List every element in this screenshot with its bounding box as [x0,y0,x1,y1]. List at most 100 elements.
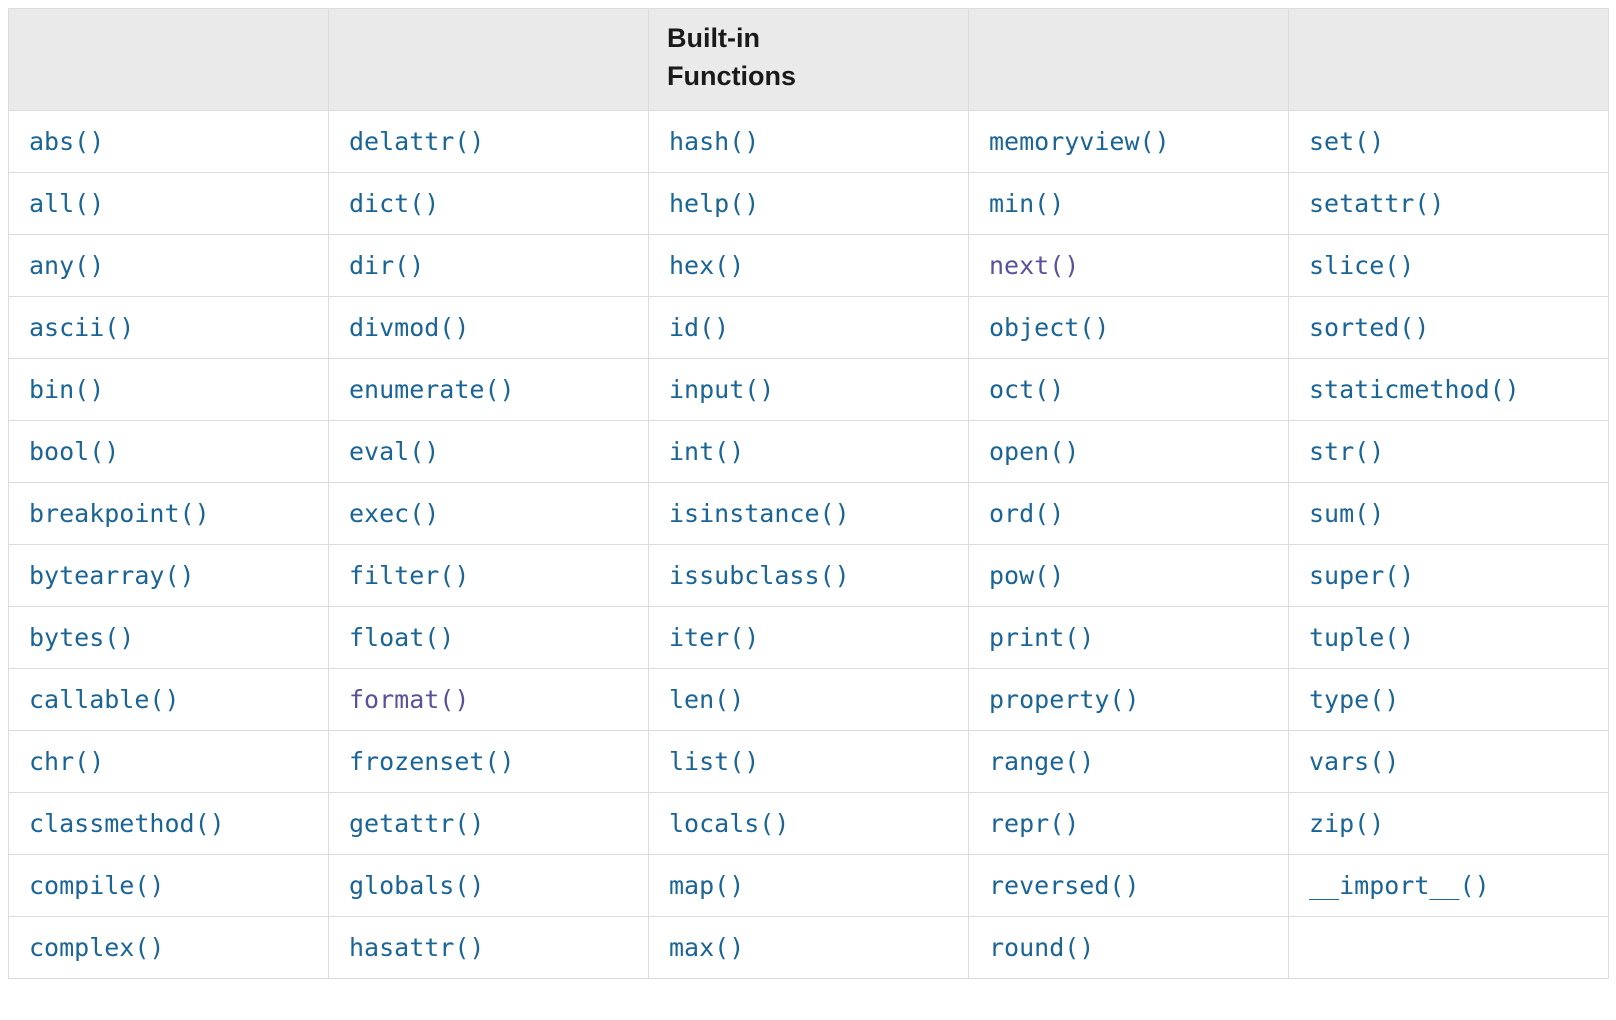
function-link[interactable]: enumerate() [349,374,515,404]
function-link[interactable]: globals() [349,870,485,900]
function-link[interactable]: round() [989,932,1095,962]
function-link[interactable]: float() [349,622,455,652]
table-cell: any() [8,234,329,297]
function-link[interactable]: help() [669,188,760,218]
function-link[interactable]: locals() [669,808,790,838]
table-cell: classmethod() [8,792,329,855]
table-cell: pow() [968,544,1289,607]
function-link[interactable]: str() [1309,436,1385,466]
function-link[interactable]: abs() [29,126,105,156]
table-cell: float() [328,606,649,669]
function-link[interactable]: hex() [669,250,745,280]
function-link[interactable]: max() [669,932,745,962]
function-link[interactable]: __import__() [1309,870,1490,900]
function-link[interactable]: list() [669,746,760,776]
function-link[interactable]: iter() [669,622,760,652]
table-cell: issubclass() [648,544,969,607]
function-link[interactable]: setattr() [1309,188,1445,218]
function-link[interactable]: reversed() [989,870,1140,900]
function-link[interactable]: pow() [989,560,1065,590]
table-cell: bool() [8,420,329,483]
function-link[interactable]: set() [1309,126,1385,156]
function-link[interactable]: object() [989,312,1110,342]
function-link[interactable]: vars() [1309,746,1400,776]
function-link[interactable]: staticmethod() [1309,374,1520,404]
function-link[interactable]: id() [669,312,730,342]
function-link[interactable]: bool() [29,436,120,466]
function-link[interactable]: callable() [29,684,180,714]
table-cell: ord() [968,482,1289,545]
function-link[interactable]: memoryview() [989,126,1170,156]
function-link[interactable]: range() [989,746,1095,776]
function-link[interactable]: dict() [349,188,440,218]
function-link[interactable]: type() [1309,684,1400,714]
function-link[interactable]: any() [29,250,105,280]
function-link[interactable]: exec() [349,498,440,528]
function-link[interactable]: ascii() [29,312,135,342]
function-link[interactable]: classmethod() [29,808,225,838]
function-link[interactable]: bytes() [29,622,135,652]
function-link[interactable]: int() [669,436,745,466]
function-link[interactable]: map() [669,870,745,900]
table-title: Built-in Functions [667,23,796,92]
function-link[interactable]: ord() [989,498,1065,528]
table-row: bytes() float() iter() print() tuple() [8,606,1609,669]
function-link[interactable]: tuple() [1309,622,1415,652]
function-link[interactable]: slice() [1309,250,1415,280]
function-link[interactable]: dir() [349,250,425,280]
table-cell: globals() [328,854,649,917]
function-link[interactable]: isinstance() [669,498,850,528]
function-link[interactable]: frozenset() [349,746,515,776]
function-link[interactable]: len() [669,684,745,714]
function-link[interactable]: zip() [1309,808,1385,838]
table-cell: len() [648,668,969,731]
function-link[interactable]: delattr() [349,126,485,156]
function-link[interactable]: hash() [669,126,760,156]
function-link[interactable]: property() [989,684,1140,714]
function-link[interactable]: breakpoint() [29,498,210,528]
table-cell: zip() [1288,792,1609,855]
table-cell: ascii() [8,296,329,359]
function-link[interactable]: compile() [29,870,165,900]
function-link[interactable]: getattr() [349,808,485,838]
table-cell: chr() [8,730,329,793]
table-cell-empty [1288,916,1609,979]
table-cell: divmod() [328,296,649,359]
function-link[interactable]: print() [989,622,1095,652]
function-link[interactable]: sum() [1309,498,1385,528]
function-link[interactable]: repr() [989,808,1080,838]
function-link[interactable]: bytearray() [29,560,195,590]
table-row: bytearray() filter() issubclass() pow() supe… [8,544,1609,607]
function-link[interactable]: issubclass() [669,560,850,590]
table-cell: reversed() [968,854,1289,917]
table-cell: getattr() [328,792,649,855]
function-link[interactable]: format() [349,684,470,714]
function-link[interactable]: next() [989,250,1080,280]
function-link[interactable]: sorted() [1309,312,1430,342]
table-cell: hex() [648,234,969,297]
function-link[interactable]: all() [29,188,105,218]
function-link[interactable]: chr() [29,746,105,776]
function-link[interactable]: filter() [349,560,470,590]
table-row: any() dir() hex() next() slice() [8,234,1609,297]
table-row: bool() eval() int() open() str() [8,420,1609,483]
function-link[interactable]: super() [1309,560,1415,590]
function-link[interactable]: divmod() [349,312,470,342]
function-link[interactable]: input() [669,374,775,404]
table-cell: set() [1288,110,1609,173]
table-cell: min() [968,172,1289,235]
function-link[interactable]: bin() [29,374,105,404]
function-link[interactable]: open() [989,436,1080,466]
function-link[interactable]: min() [989,188,1065,218]
table-row: breakpoint() exec() isinstance() ord() sum() [8,482,1609,545]
table-cell: abs() [8,110,329,173]
table-cell: type() [1288,668,1609,731]
table-cell: complex() [8,916,329,979]
function-link[interactable]: oct() [989,374,1065,404]
table-cell: setattr() [1288,172,1609,235]
table-cell: tuple() [1288,606,1609,669]
function-link[interactable]: complex() [29,932,165,962]
table-cell: format() [328,668,649,731]
function-link[interactable]: eval() [349,436,440,466]
function-link[interactable]: hasattr() [349,932,485,962]
